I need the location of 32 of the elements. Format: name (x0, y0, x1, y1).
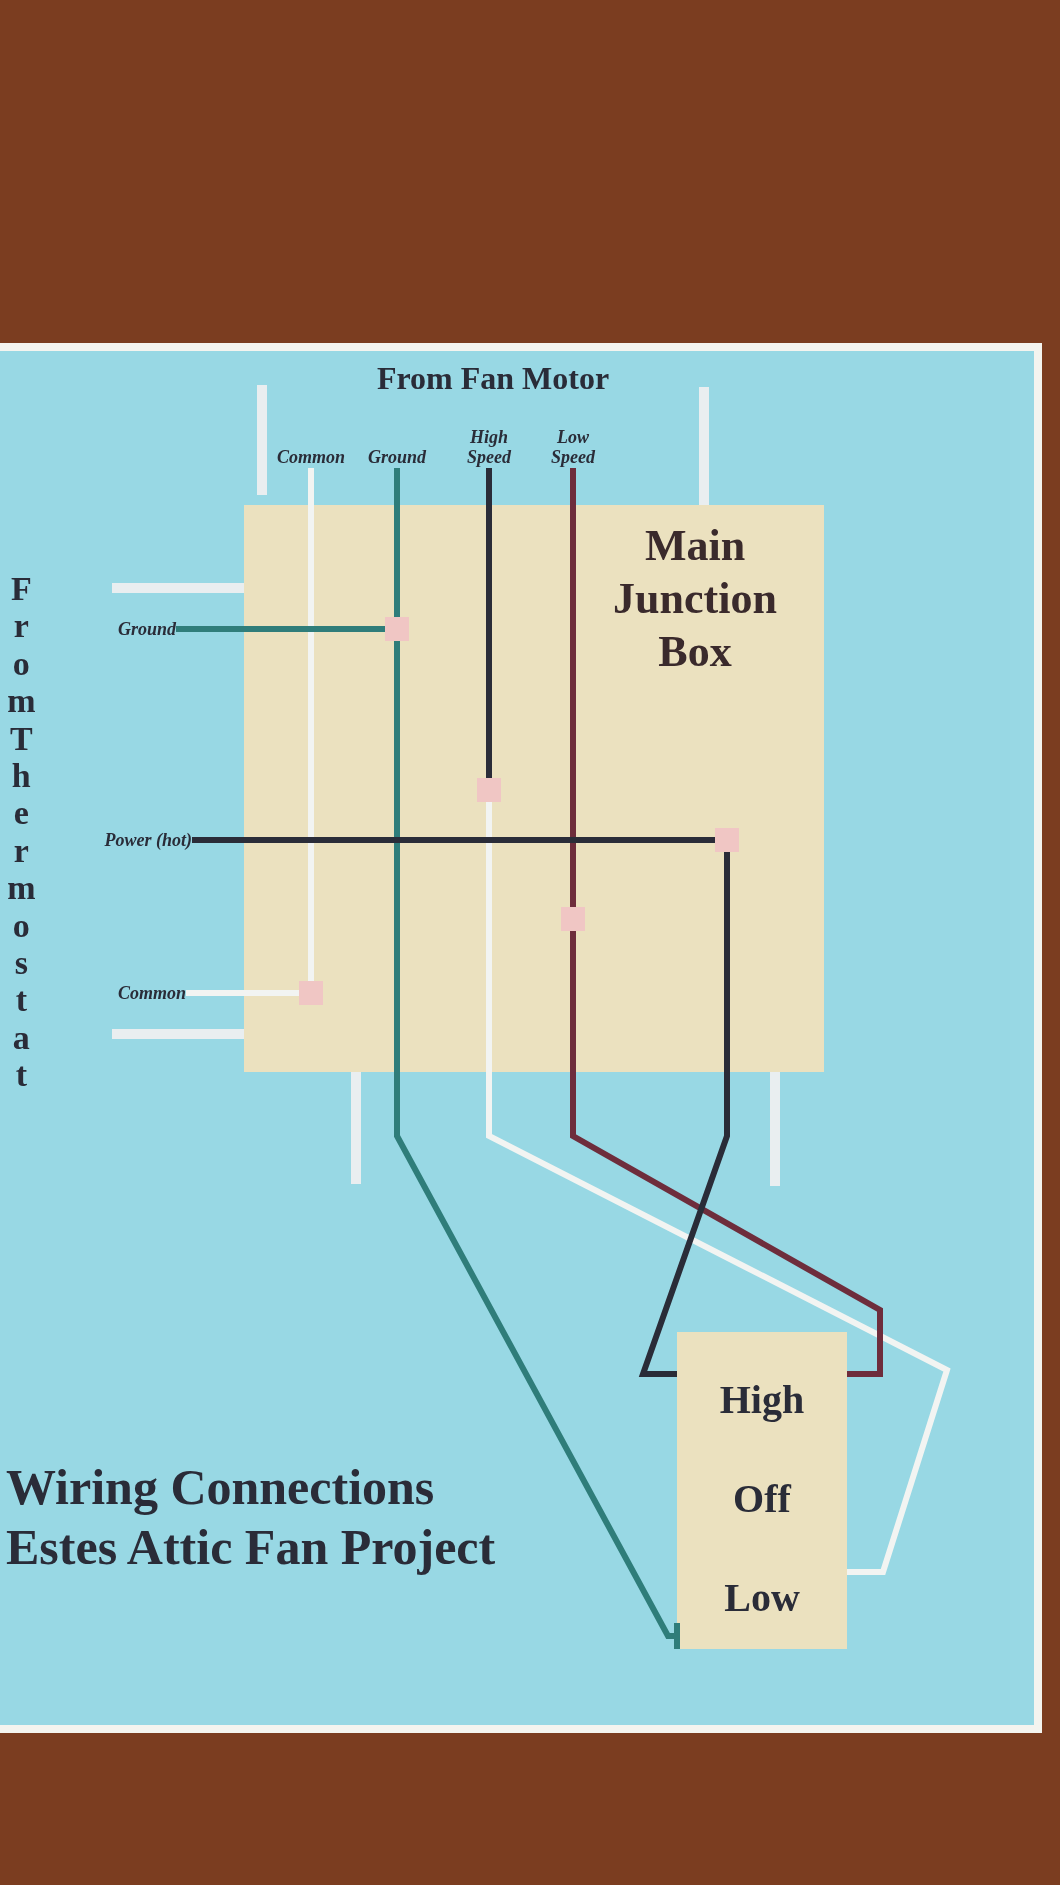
wire-splice (561, 907, 585, 931)
wire-label: Common (268, 440, 354, 468)
wire-label: High Speed (449, 418, 529, 468)
wire (570, 931, 883, 1377)
vertical-heading: From Thermostat (6, 570, 44, 1094)
wire (570, 468, 576, 907)
wire-splice (299, 981, 323, 1005)
diagram-title: Wiring Connections Estes Attic Fan Project (6, 1458, 497, 1577)
switch-position-label: High (719, 1376, 805, 1424)
box-title: Main Junction Box (612, 520, 778, 678)
wire (192, 837, 715, 843)
wire-label: Common (76, 979, 186, 1007)
heading: From Fan Motor (375, 359, 611, 398)
wire-label: Ground (354, 440, 440, 468)
wire (176, 626, 385, 632)
wire (394, 641, 680, 1649)
wire (186, 990, 299, 996)
switch-position-label: Low (724, 1574, 800, 1622)
wire-label: Power (hot) (56, 826, 192, 854)
wire (486, 802, 951, 1575)
switch-position-label: Off (733, 1475, 791, 1523)
wire-splice (477, 778, 501, 802)
wire (486, 468, 492, 778)
switch-box (677, 1332, 847, 1649)
wire (394, 468, 400, 617)
wire-splice (385, 617, 409, 641)
junction-box (244, 505, 824, 1072)
wire (308, 468, 314, 981)
wire-label: Ground (76, 615, 176, 643)
wire-label: Low Speed (533, 418, 613, 468)
wire-splice (715, 828, 739, 852)
wire (638, 852, 730, 1377)
